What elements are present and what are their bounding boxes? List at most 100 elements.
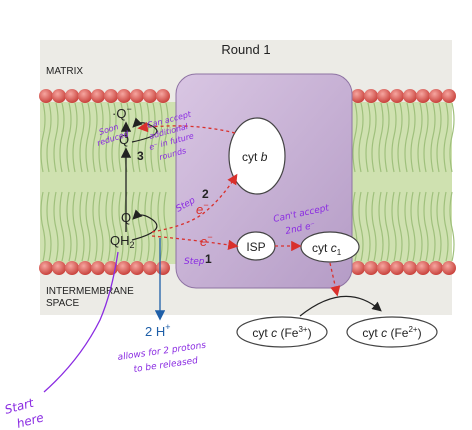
note-here: here [15,410,45,430]
electron-to-cyt-b-arrow [151,173,238,233]
lipid-head [351,261,365,275]
lipid-tail [59,191,65,262]
lipid-tails [40,102,455,262]
cyt-b-oval [228,117,286,195]
lipid-head [143,261,157,275]
cyt-c-reduced-oval [346,316,438,348]
lipid-tail [397,191,403,262]
lipid-head [429,261,443,275]
lipid-tail [449,102,455,173]
lipid-head [104,89,118,103]
lipid-heads [39,89,456,275]
lipid-tail [46,191,52,262]
lipid-tail [40,102,46,173]
cyt-b-to-q-arrow [137,121,236,134]
cyt-c-reduced-label: cyt c (Fe2+) [362,325,421,340]
lipid-tail [384,102,390,173]
lipid-tail [131,191,137,262]
lipid-tail [157,102,163,173]
lipid-tail [72,191,78,262]
lipid-tail [105,102,111,173]
lipid-tail [53,191,59,262]
lipid-tail [105,191,111,262]
lipid-head [377,89,391,103]
lipid-tail [137,191,143,262]
lipid-head [390,89,404,103]
figure-title: Round 1 [221,42,270,57]
lipid-head [403,89,417,103]
lipid-head [429,89,443,103]
lipid-tail [410,102,416,173]
qh2-oxidation-arrow [131,209,158,241]
lipid-head [78,89,92,103]
isp-label: ISP [246,240,265,254]
electron-top-label: e− [196,200,209,217]
lipid-tail [371,102,377,173]
lipid-tail [144,191,150,262]
lipid-tail [404,102,410,173]
cyt-c1-label: cyt c1 [312,241,342,257]
lipid-tail [443,191,449,262]
lipid-head [156,89,170,103]
lipid-tail [384,191,390,262]
lipid-head [390,261,404,275]
lipid-tail [436,191,442,262]
lipid-head [78,261,92,275]
lipid-tail [157,191,163,262]
lipid-head [416,89,430,103]
lipid-head [442,261,456,275]
lipid-head [130,89,144,103]
lipid-head [65,89,79,103]
lipid-tail [118,191,124,262]
step-1-number: 1 [205,252,212,266]
lipid-tail [423,191,429,262]
lipid-head [130,261,144,275]
cyt-c-oxidized-oval [236,316,328,348]
lipid-tail [66,102,72,173]
lipid-head [351,89,365,103]
lipid-tail [391,102,397,173]
lipid-tail [365,191,371,262]
lipid-tail [163,102,169,173]
lipid-tail [430,191,436,262]
step-2-number: 2 [202,187,209,201]
lipid-head [143,89,157,103]
lipid-tail [137,102,143,173]
lipid-tail [436,102,442,173]
lipid-head [416,261,430,275]
lipid-tail [430,102,436,173]
lipid-head [377,261,391,275]
lipid-tail [404,191,410,262]
intermembrane-label: INTERMEMBRANE [46,286,134,297]
lipid-tail [40,191,46,262]
lipid-head [117,261,131,275]
lipid-tail [131,102,137,173]
lipid-head [52,261,66,275]
lipid-tail [358,191,364,262]
lipid-tail [150,191,156,262]
lipid-tail [92,191,98,262]
cyt-b-label: cyt b [242,150,268,164]
cyt-c-reduction-arrow [299,295,382,317]
matrix-label: MATRIX [46,66,83,77]
lipid-tail [111,191,117,262]
lipid-tail [417,102,423,173]
lipid-tail [98,191,104,262]
lipid-tail [85,191,91,262]
lipid-tail [365,102,371,173]
cyt-c1-to-cyt-c-arrow [329,262,341,297]
lipid-head [364,261,378,275]
lipid-tail [417,191,423,262]
lipid-tail [66,191,72,262]
lipid-tail [144,102,150,173]
lipid-tail [410,191,416,262]
protons-label: 2 H+ [145,322,171,339]
lipid-tail [423,102,429,173]
lipid-tail [371,191,377,262]
lipid-tail [111,102,117,173]
lipid-tail [358,102,364,173]
step-3-number: 3 [137,149,144,163]
lipid-head [442,89,456,103]
qh2-label: QH2 [110,233,135,250]
